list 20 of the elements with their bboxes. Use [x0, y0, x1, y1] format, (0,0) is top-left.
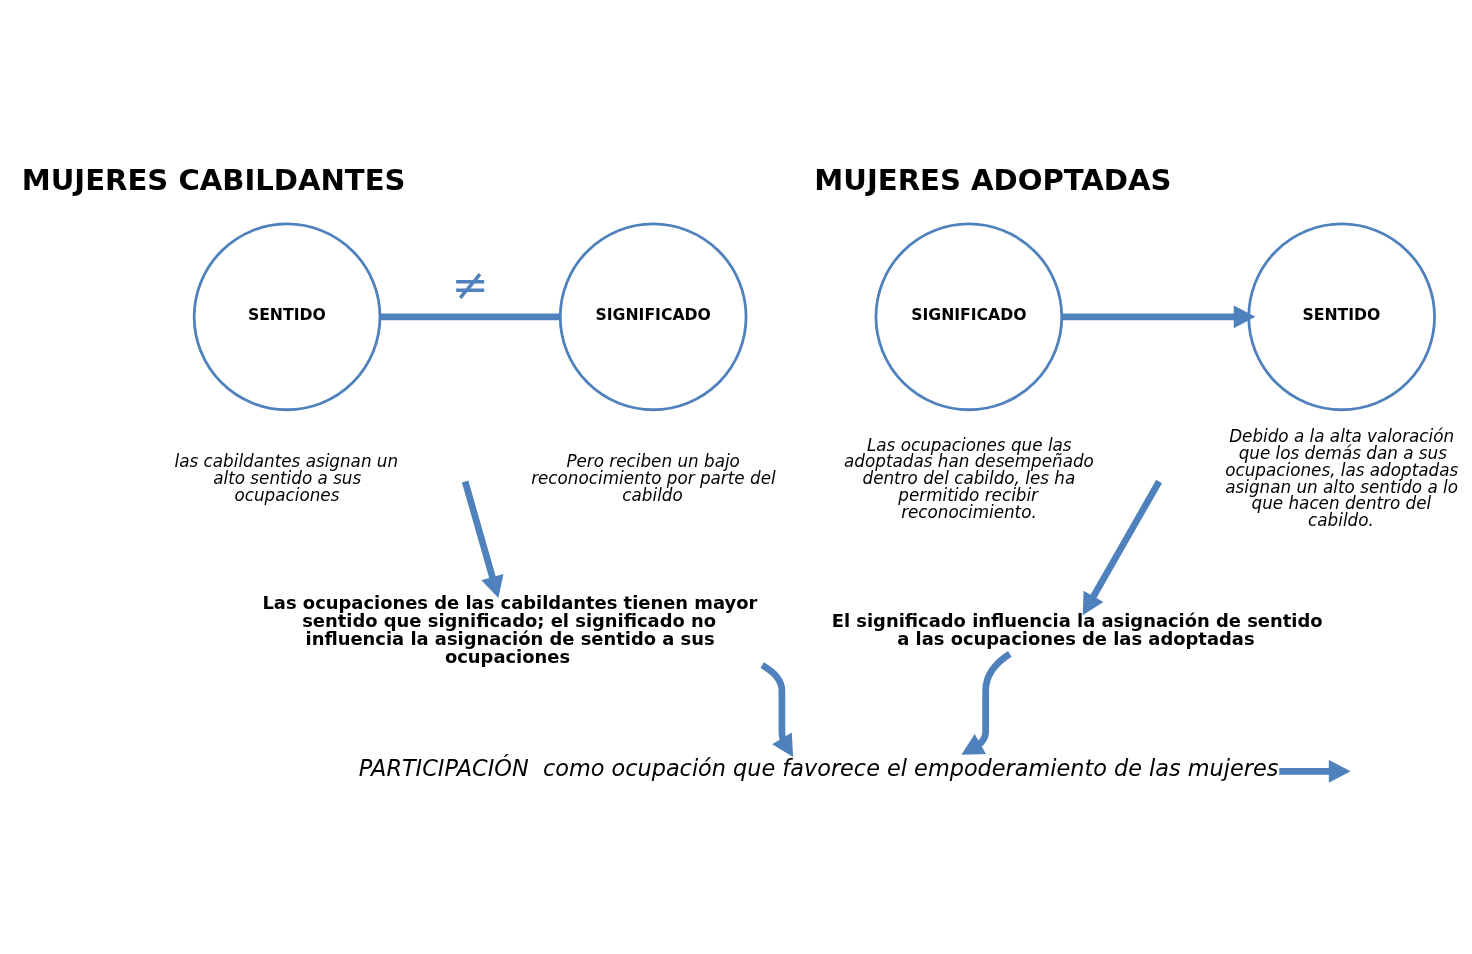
connector — [380, 313, 560, 320]
arrow — [961, 650, 1012, 755]
arrow — [461, 480, 504, 598]
node-circle: SENTIDO — [192, 222, 382, 411]
arrow — [1082, 479, 1163, 615]
edge-label: ≠ — [451, 257, 489, 311]
node-label: Las ocupaciones que las adoptadas han desempeñado dentro del cabildo, les ha permitido recibir reconocimiento. — [844, 434, 1094, 522]
node-circle: SENTIDO — [1247, 222, 1436, 411]
label: MUJERES CABILDANTES — [21, 162, 406, 197]
node-text: PARTICIPACIÓN como ocupación que favorece el empoderamiento de las mujeres — [358, 754, 1279, 781]
node-text: Las ocupaciones de las cabildantes tienen mayor sentido que significado; el significado no influencia la asignación de sentido a sus ocupaciones — [262, 591, 758, 667]
label: MUJERES ADOPTADAS — [814, 162, 1172, 197]
node-text: El significado influencia la asignación de sentido a las ocupaciones de las adoptadas — [831, 609, 1323, 649]
node-circle: SIGNIFICADO — [874, 222, 1064, 411]
node-label: Debido a la alta valoración que los demás dan a sus ocupaciones, las adoptadas asignan un alto sentido a lo que hacen dentro del cabildo. — [1225, 425, 1459, 530]
node-circle: SIGNIFICADO — [558, 222, 748, 411]
arrow — [760, 661, 794, 757]
node-label: Pero reciben un bajo reconocimiento por parte del cabildo — [531, 450, 776, 505]
node-label: las cabildantes asignan un alto sentido a sus ocupaciones — [174, 450, 399, 505]
arrow — [1062, 304, 1256, 328]
